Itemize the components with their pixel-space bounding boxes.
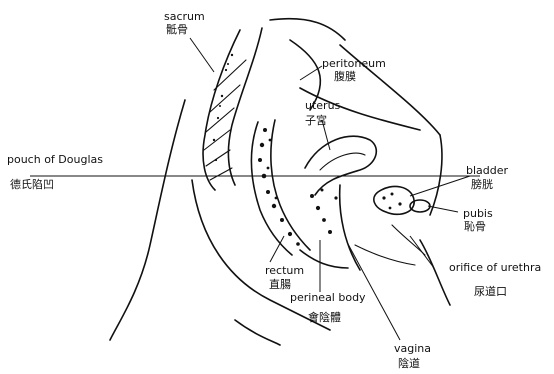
vaginal-canal [340, 185, 360, 270]
label-bladder-zh: 膀胱 [471, 179, 493, 191]
perineal-texture [310, 189, 338, 235]
label-urethra-zh: 尿道口 [474, 286, 507, 298]
label-peritoneum-en: peritoneum [322, 58, 386, 70]
bladder-texture [382, 193, 401, 210]
leader-urethra [410, 236, 434, 268]
pubic-front [430, 135, 442, 215]
label-pouch-en: pouch of Douglas [7, 154, 103, 166]
buttock-curve [192, 180, 330, 330]
label-rectum-zh: 直腸 [269, 279, 291, 291]
leader-sacrum [190, 38, 214, 72]
label-pubis-en: pubis [463, 208, 493, 220]
label-urethra-en: orifice of urethra [449, 262, 541, 274]
label-rectum-en: rectum [265, 265, 304, 277]
sacrum-outline [203, 30, 240, 190]
label-uterus-en: uterus [305, 100, 340, 112]
label-pubis-zh: 恥骨 [464, 221, 486, 233]
label-perineal-zh: 會陰體 [308, 312, 341, 324]
front-skin-line [420, 240, 450, 305]
peritoneum-line [270, 19, 345, 40]
label-peritoneum-zh: 腹膜 [334, 71, 356, 83]
label-sacrum-en: sacrum [164, 11, 205, 23]
label-bladder-en: bladder [466, 165, 508, 177]
perineum-curve [300, 250, 348, 268]
bladder-outline [374, 186, 414, 214]
rectum-inner [271, 120, 310, 250]
label-uterus-zh: 子宮 [305, 115, 327, 127]
pelvic-wall-outline [110, 100, 185, 340]
uterus-cavity [320, 153, 365, 170]
label-perineal-en: perineal body [290, 292, 366, 304]
label-vagina-zh: 陰道 [398, 358, 420, 370]
sacrum-segments [204, 60, 246, 180]
label-pouch-zh: 德氏陷凹 [10, 179, 54, 191]
sacrum-inner-outline [228, 28, 262, 185]
label-vagina-en: vagina [394, 343, 431, 355]
rectum-texture [258, 128, 300, 246]
label-sacrum-zh: 骶骨 [166, 24, 188, 36]
labia-curve [355, 245, 415, 265]
lower-skin-curve [235, 320, 280, 345]
